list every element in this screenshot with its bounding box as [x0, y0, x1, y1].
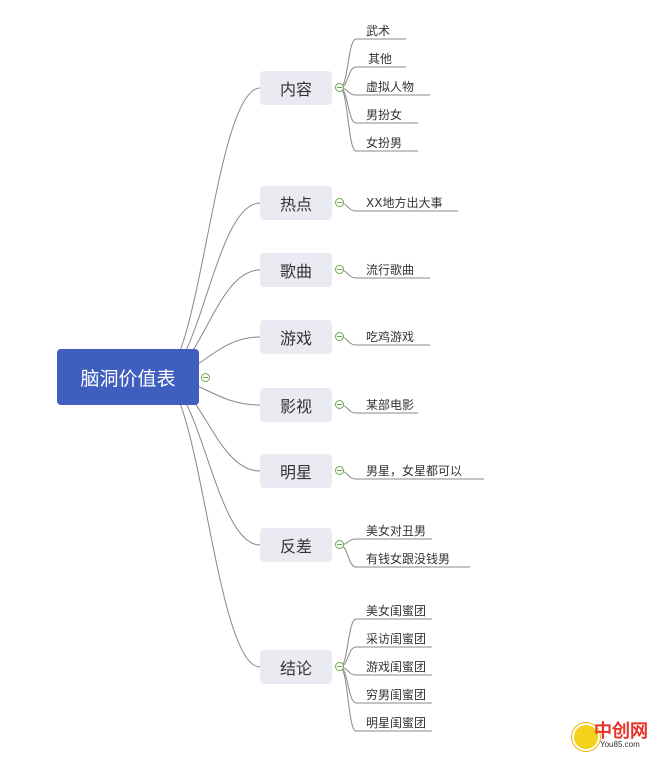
branch-label: 影视: [279, 397, 312, 416]
branch-label: 结论: [279, 659, 312, 678]
leaf-topic[interactable]: 明星闺蜜团: [366, 716, 427, 730]
branch-label: 反差: [279, 537, 312, 556]
branch-node-conclusion[interactable]: 结论: [260, 650, 332, 684]
branch-label: 游戏: [279, 329, 312, 348]
branch-node-song[interactable]: 歌曲: [260, 253, 332, 287]
branch-collapse-icon[interactable]: [335, 83, 344, 92]
watermark-brand: 中创网: [594, 721, 648, 742]
branch-collapse-icon[interactable]: [335, 400, 344, 409]
leaf-topic[interactable]: 美女对丑男: [366, 524, 427, 538]
leaf-topic[interactable]: 武术: [366, 24, 391, 38]
leaf-topic[interactable]: XX地方出大事: [366, 196, 443, 210]
root-node[interactable]: 脑洞价值表: [57, 349, 199, 405]
leaf-topic[interactable]: 男扮女: [366, 108, 403, 122]
branch-collapse-icon[interactable]: [335, 332, 344, 341]
leaf-topic[interactable]: 采访闺蜜团: [366, 632, 427, 646]
branch-collapse-icon[interactable]: [335, 198, 344, 207]
leaf-topic[interactable]: 吃鸡游戏: [366, 330, 415, 344]
branch-collapse-icon[interactable]: [335, 466, 344, 475]
leaf-topic[interactable]: 穷男闺蜜团: [366, 688, 427, 702]
leaf-topic[interactable]: 美女闺蜜团: [366, 604, 427, 618]
branch-node-contrast[interactable]: 反差: [260, 528, 332, 562]
root-label: 脑洞价值表: [80, 367, 176, 390]
branch-collapse-icon[interactable]: [335, 540, 344, 549]
branch-collapse-icon[interactable]: [335, 662, 344, 671]
branch-collapse-icon[interactable]: [335, 265, 344, 274]
branch-node-content[interactable]: 内容: [260, 71, 332, 105]
watermark-logo: 中创网 You85.com: [560, 713, 657, 763]
root-branch-connector: [159, 376, 261, 668]
leaf-topic[interactable]: 其他: [368, 52, 393, 66]
branch-node-star[interactable]: 明星: [260, 454, 332, 488]
watermark-site: You85.com: [600, 740, 640, 749]
leaf-topic[interactable]: 女扮男: [366, 136, 403, 150]
leaf-topic[interactable]: 某部电影: [366, 398, 415, 412]
root-collapse-icon[interactable]: [201, 373, 210, 382]
branch-label: 热点: [279, 195, 312, 214]
branch-leaf-connector: [339, 538, 432, 546]
branch-label: 内容: [279, 80, 312, 99]
leaf-topic[interactable]: 流行歌曲: [366, 263, 415, 277]
logo-mark-icon: [572, 723, 600, 751]
leaf-topic[interactable]: 有钱女跟没钱男: [366, 552, 451, 566]
branch-label: 歌曲: [279, 262, 312, 281]
branch-node-game[interactable]: 游戏: [260, 320, 332, 354]
leaf-topic[interactable]: 虚拟人物: [366, 80, 415, 94]
branch-node-film[interactable]: 影视: [260, 388, 332, 422]
leaf-topic[interactable]: 游戏闺蜜团: [366, 660, 427, 674]
branch-node-hotspot[interactable]: 热点: [260, 186, 332, 220]
root-branch-connector: [159, 87, 261, 378]
leaf-topic[interactable]: 男星，女星都可以: [366, 464, 463, 478]
branch-label: 明星: [279, 463, 312, 482]
